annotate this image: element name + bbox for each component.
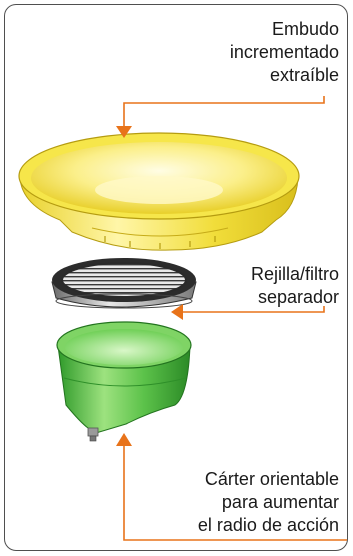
callout-carter-label: Cárter orientable para aumentar el radio… [198, 468, 339, 537]
yellow-funnel-illustration [18, 132, 300, 251]
callout-carter-line-3: el radio de acción [197, 515, 339, 535]
callout-carter-line-1: Cárter orientable [204, 469, 339, 489]
callout-rejilla-line-2: separador [257, 287, 339, 307]
callout-embudo-label: Embudo incrementado extraíble [230, 18, 339, 87]
callout-rejilla-line-1: Rejilla/filtro [250, 264, 339, 284]
callout-embudo-line-1: Embudo [271, 19, 339, 39]
callout-embudo-line-2: incrementado [229, 42, 339, 62]
callout-rejilla-label: Rejilla/filtro separador [251, 263, 339, 309]
callout-carter-line-2: para aumentar [221, 492, 339, 512]
green-housing-illustration [56, 321, 192, 442]
callout-embudo-line-3: extraíble [269, 65, 339, 85]
grid-filter-illustration [51, 258, 197, 309]
callout-arrow-rejilla [171, 304, 325, 320]
callout-arrow-carter [116, 433, 347, 541]
callout-arrow-embudo [116, 96, 325, 138]
diagram-frame [4, 4, 348, 551]
